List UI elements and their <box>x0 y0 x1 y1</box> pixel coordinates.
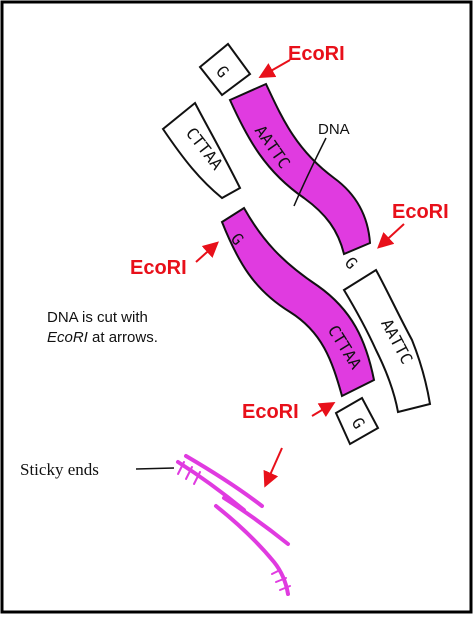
ecori-arrow-left <box>195 241 219 263</box>
bottom-g-box <box>334 396 380 446</box>
caption-enzyme: EcoRI <box>47 329 88 346</box>
sticky-ends-pointer <box>135 467 175 470</box>
top-magenta-strand <box>228 82 372 256</box>
caption-line-2: EcoRI at arrows. <box>47 329 158 346</box>
caption-rest: at arrows. <box>88 329 158 346</box>
bottom-magenta-strand <box>220 206 376 398</box>
top-white-strand <box>161 101 242 200</box>
sticky-ends-fragments <box>176 454 291 596</box>
bottom-white-strand <box>342 268 432 414</box>
ecori-label-top: EcoRI <box>288 43 345 65</box>
result-arrow <box>263 447 283 488</box>
sticky-ends-label: Sticky ends <box>20 460 99 479</box>
ecori-label-right: EcoRI <box>392 201 449 223</box>
dna-label: DNA <box>318 121 350 138</box>
caption-line-1: DNA is cut with <box>47 309 148 326</box>
ecori-label-left: EcoRI <box>130 257 187 279</box>
ecori-arrow-right <box>377 223 405 249</box>
ecori-arrow-bottom <box>311 401 336 418</box>
top-g-box <box>198 42 252 97</box>
ecori-label-bottom: EcoRI <box>242 401 299 423</box>
ecori-arrow-top <box>258 59 291 78</box>
dna-pointer-line <box>293 137 327 207</box>
